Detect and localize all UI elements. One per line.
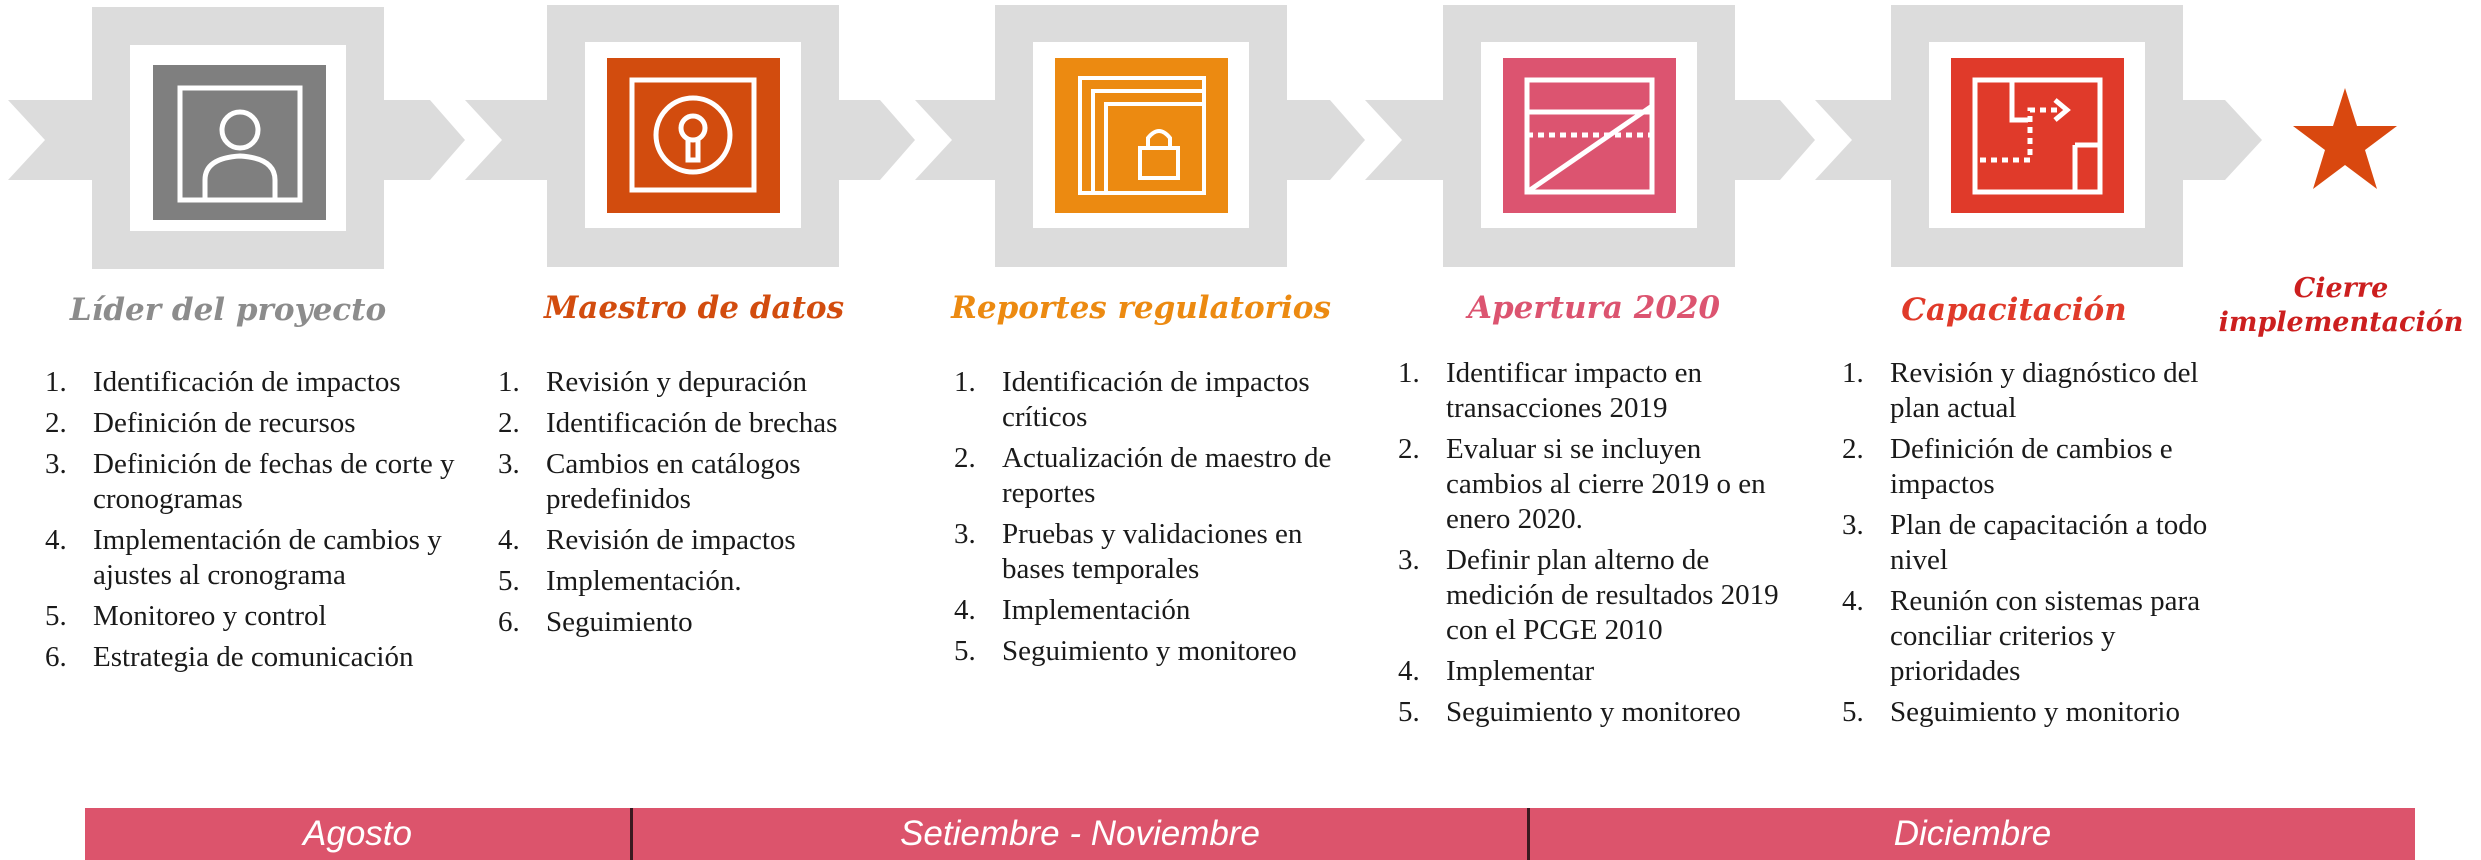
list-item: 4.Revisión de impactos (498, 524, 796, 556)
list-item: 3.Definición de fechas de corte y cronog… (45, 448, 455, 515)
timeline-period: Diciembre (1893, 814, 2052, 853)
phase-title: Reportes regulatorios (951, 290, 1331, 326)
keyhole-icon (629, 77, 757, 193)
timeline-period: Setiembre - Noviembre (900, 814, 1260, 853)
list-item: 2.Definición de recursos (45, 407, 356, 439)
chevron-arrow (835, 100, 915, 180)
phase-4-icon-frame (1443, 5, 1735, 267)
phase-4-task-list: 1.Identificar impacto en transacciones 2… (1398, 356, 1788, 736)
chevron-arrow (1815, 100, 1895, 180)
closing-label-line1: Cierre (2293, 273, 2389, 304)
closing-label: Cierre implementación (2196, 272, 2481, 340)
list-item: 1.Revisión y diagnóstico del plan actual (1842, 357, 2199, 424)
phase-1-task-list: 1.Identificación de impactos 2.Definició… (45, 365, 465, 681)
chevron-arrow (1365, 100, 1445, 180)
list-item: 4.Reunión con sistemas para conciliar cr… (1842, 585, 2201, 687)
list-item: 3.Definir plan alterno de medición de re… (1398, 544, 1779, 646)
list-item: 3.Pruebas y validaciones en bases tempor… (954, 518, 1303, 585)
list-item: 2.Definición de cambios e impactos (1842, 433, 2173, 500)
timeline-divider (1527, 808, 1530, 860)
list-item: 5.Seguimiento y monitorio (1842, 696, 2180, 728)
phase-1-icon-frame (92, 7, 384, 269)
phase-2-task-list: 1.Revisión y depuración 2.Identificación… (498, 365, 883, 646)
chevron-arrow (915, 100, 995, 180)
phase-2-icon-frame (547, 5, 839, 267)
list-item: 3.Cambios en catálogos predefinidos (498, 448, 801, 515)
chevron-arrow (2180, 100, 2262, 180)
chevron-arrow (380, 100, 465, 180)
timeline-divider (630, 808, 633, 860)
phase-title: Maestro de datos (543, 290, 845, 326)
list-item: 2.Actualización de maestro de reportes (954, 442, 1332, 509)
list-item: 5.Implementación. (498, 565, 742, 597)
timeline-period: Agosto (303, 814, 412, 853)
list-item: 4.Implementación de cambios y ajustes al… (45, 524, 442, 591)
list-item: 5.Seguimiento y monitoreo (1398, 696, 1741, 728)
phase-3-task-list: 1.Identificación de impactos críticos 2.… (954, 365, 1344, 675)
chevron-arrow (1735, 100, 1815, 180)
chevron-arrow (1285, 100, 1365, 180)
list-item: 1.Identificación de impactos críticos (954, 366, 1310, 433)
list-item: 2.Evaluar si se incluyen cambios al cier… (1398, 433, 1766, 535)
star-icon (2293, 88, 2397, 189)
list-item: 6.Estrategia de comunicación (45, 641, 414, 673)
list-item: 3.Plan de capacitación a todo nivel (1842, 509, 2208, 576)
list-item: 5.Seguimiento y monitoreo (954, 635, 1297, 667)
closing-label-line2: implementación (2218, 307, 2464, 338)
list-item: 2.Identificación de brechas (498, 407, 838, 439)
phase-3-icon-frame (995, 5, 1287, 267)
phase-5-task-list: 1.Revisión y diagnóstico del plan actual… (1842, 356, 2232, 736)
padlock-document-icon (1078, 76, 1206, 195)
phase-title: Líder del proyecto (69, 292, 387, 328)
list-item: 1.Revisión y depuración (498, 366, 807, 398)
phase-5-icon-frame (1891, 5, 2183, 267)
person-icon (177, 85, 303, 203)
list-item: 1.Identificación de impactos (45, 366, 401, 398)
list-item: 1.Identificar impacto en transacciones 2… (1398, 357, 1703, 424)
chevron-arrow (465, 100, 550, 180)
floor-plan-route-icon (1972, 77, 2103, 195)
process-flow (8, 5, 2397, 269)
list-item: 5.Monitoreo y control (45, 600, 327, 632)
list-item: 4.Implementar (1398, 655, 1595, 687)
phase-title: Capacitación (1901, 292, 2127, 328)
diagonal-split-icon (1524, 77, 1655, 195)
list-item: 6.Seguimiento (498, 606, 693, 638)
timeline-bar (85, 808, 2415, 860)
list-item: 4.Implementación (954, 594, 1191, 626)
phase-title: Apertura 2020 (1467, 290, 1721, 326)
